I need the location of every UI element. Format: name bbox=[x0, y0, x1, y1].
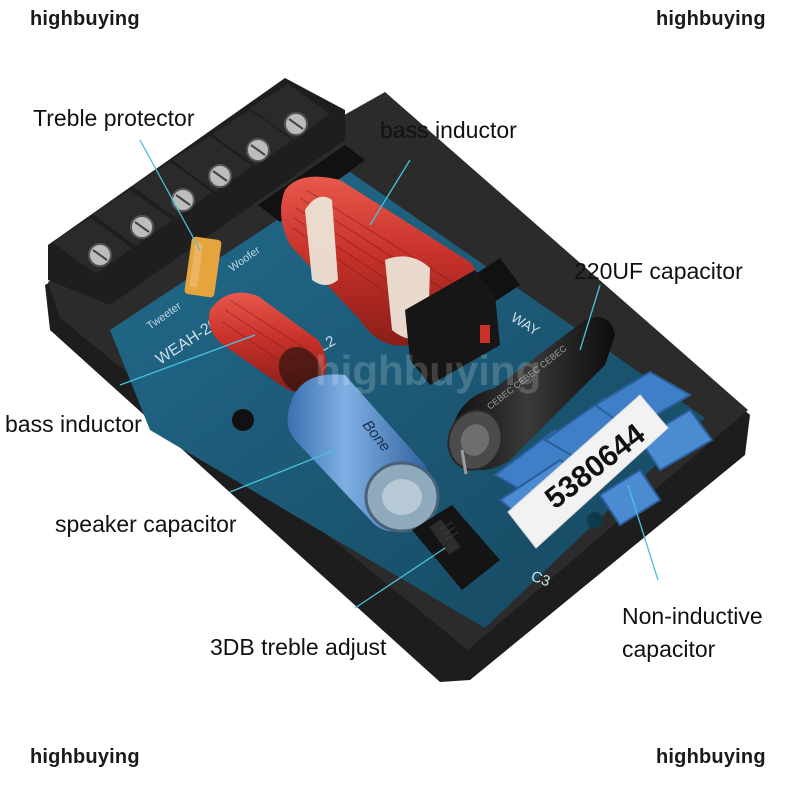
label-bass-inductor-left: bass inductor bbox=[5, 411, 142, 437]
board-c3-text: C3 bbox=[529, 568, 553, 591]
label-treble-adjust: 3DB treble adjust bbox=[210, 634, 387, 660]
screw-terminal-2 bbox=[92, 190, 172, 246]
screw-terminal-6 bbox=[250, 84, 330, 140]
leader-220uf bbox=[579, 284, 601, 351]
watermark-top-right: highbuying bbox=[656, 8, 766, 30]
label-non-inductive-line1: Non-inductive bbox=[622, 603, 763, 629]
screw-terminal-1 bbox=[52, 218, 132, 274]
watermark-bottom-right: highbuying bbox=[656, 746, 766, 768]
treble-protector-component bbox=[184, 236, 222, 298]
treble-adjust-switch bbox=[412, 505, 500, 590]
watermark-bottom-left: highbuying bbox=[30, 746, 140, 768]
leader-treble-protector bbox=[139, 139, 201, 251]
speaker-capacitor-component: Bone bbox=[287, 374, 440, 533]
terminal-strip bbox=[48, 78, 345, 305]
leader-non-inductive bbox=[627, 484, 659, 581]
leader-speaker-capacitor bbox=[229, 449, 336, 493]
mounting-hole bbox=[232, 409, 254, 431]
label-treble-protector: Treble protector bbox=[33, 105, 195, 131]
center-watermark: highbuying bbox=[315, 347, 541, 394]
screw-terminal-4 bbox=[172, 136, 252, 192]
bass-inductor-large bbox=[258, 145, 520, 385]
label-220uf-capacitor: 220UF capacitor bbox=[574, 258, 743, 284]
leader-bass-inductor-top bbox=[369, 159, 411, 226]
watermark-top-left: highbuying bbox=[30, 8, 140, 30]
label-bass-inductor-top: bass inductor bbox=[380, 117, 517, 143]
leader-bass-inductor-left bbox=[119, 334, 256, 386]
screw-terminal-5 bbox=[212, 110, 292, 166]
label-non-inductive-line2: capacitor bbox=[622, 636, 716, 662]
leader-treble-adjust bbox=[354, 547, 446, 609]
label-speaker-capacitor: speaker capacitor bbox=[55, 511, 237, 537]
solder-pad bbox=[587, 512, 603, 528]
leader-lines bbox=[119, 139, 659, 609]
